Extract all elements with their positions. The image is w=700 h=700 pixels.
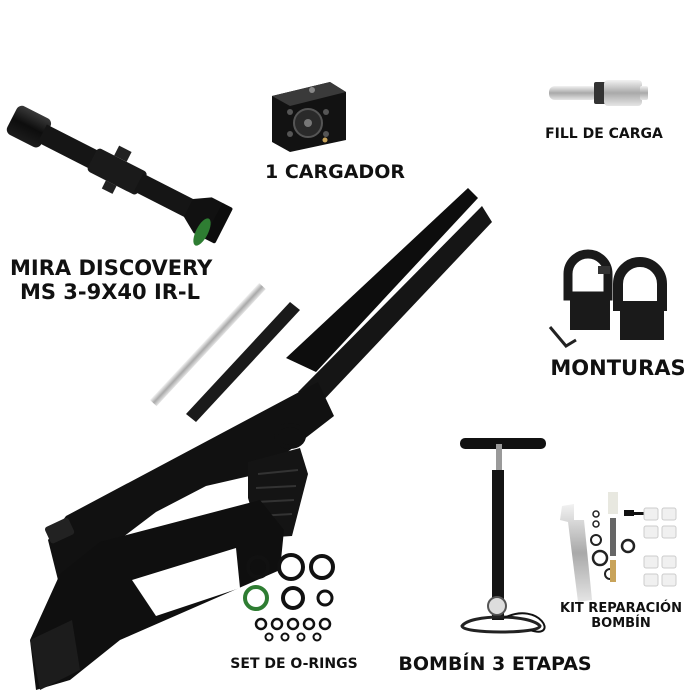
scope-label: MIRA DISCOVERY MS 3-9X40 IR-L — [10, 256, 213, 305]
scope-label-line1: MIRA DISCOVERY — [10, 256, 213, 280]
pump-image — [460, 438, 546, 634]
fill-adapter-image — [549, 80, 648, 106]
o-rings-image — [243, 553, 335, 642]
scope-label-line2: MS 3-9X40 IR-L — [19, 280, 201, 305]
magazine-image — [272, 82, 346, 152]
mounts-label: MONTURAS — [550, 356, 686, 380]
rifle-image — [30, 188, 492, 690]
scope-image — [6, 105, 233, 246]
magazine-label: 1 CARGADOR — [265, 161, 405, 183]
fill-label: FILL DE CARGA — [545, 126, 663, 142]
repair-kit-label-line1: KIT REPARACIÓN — [560, 601, 682, 616]
repair-kit-image — [560, 492, 677, 602]
repair-kit-label-line2: BOMBÍN — [591, 615, 651, 631]
mounts-image — [548, 249, 667, 348]
o-rings-label: SET DE O-RINGS — [230, 656, 358, 672]
pump-label: BOMBÍN 3 ETAPAS — [398, 653, 592, 675]
repair-kit-label: KIT REPARACIÓN BOMBÍN — [546, 601, 696, 632]
